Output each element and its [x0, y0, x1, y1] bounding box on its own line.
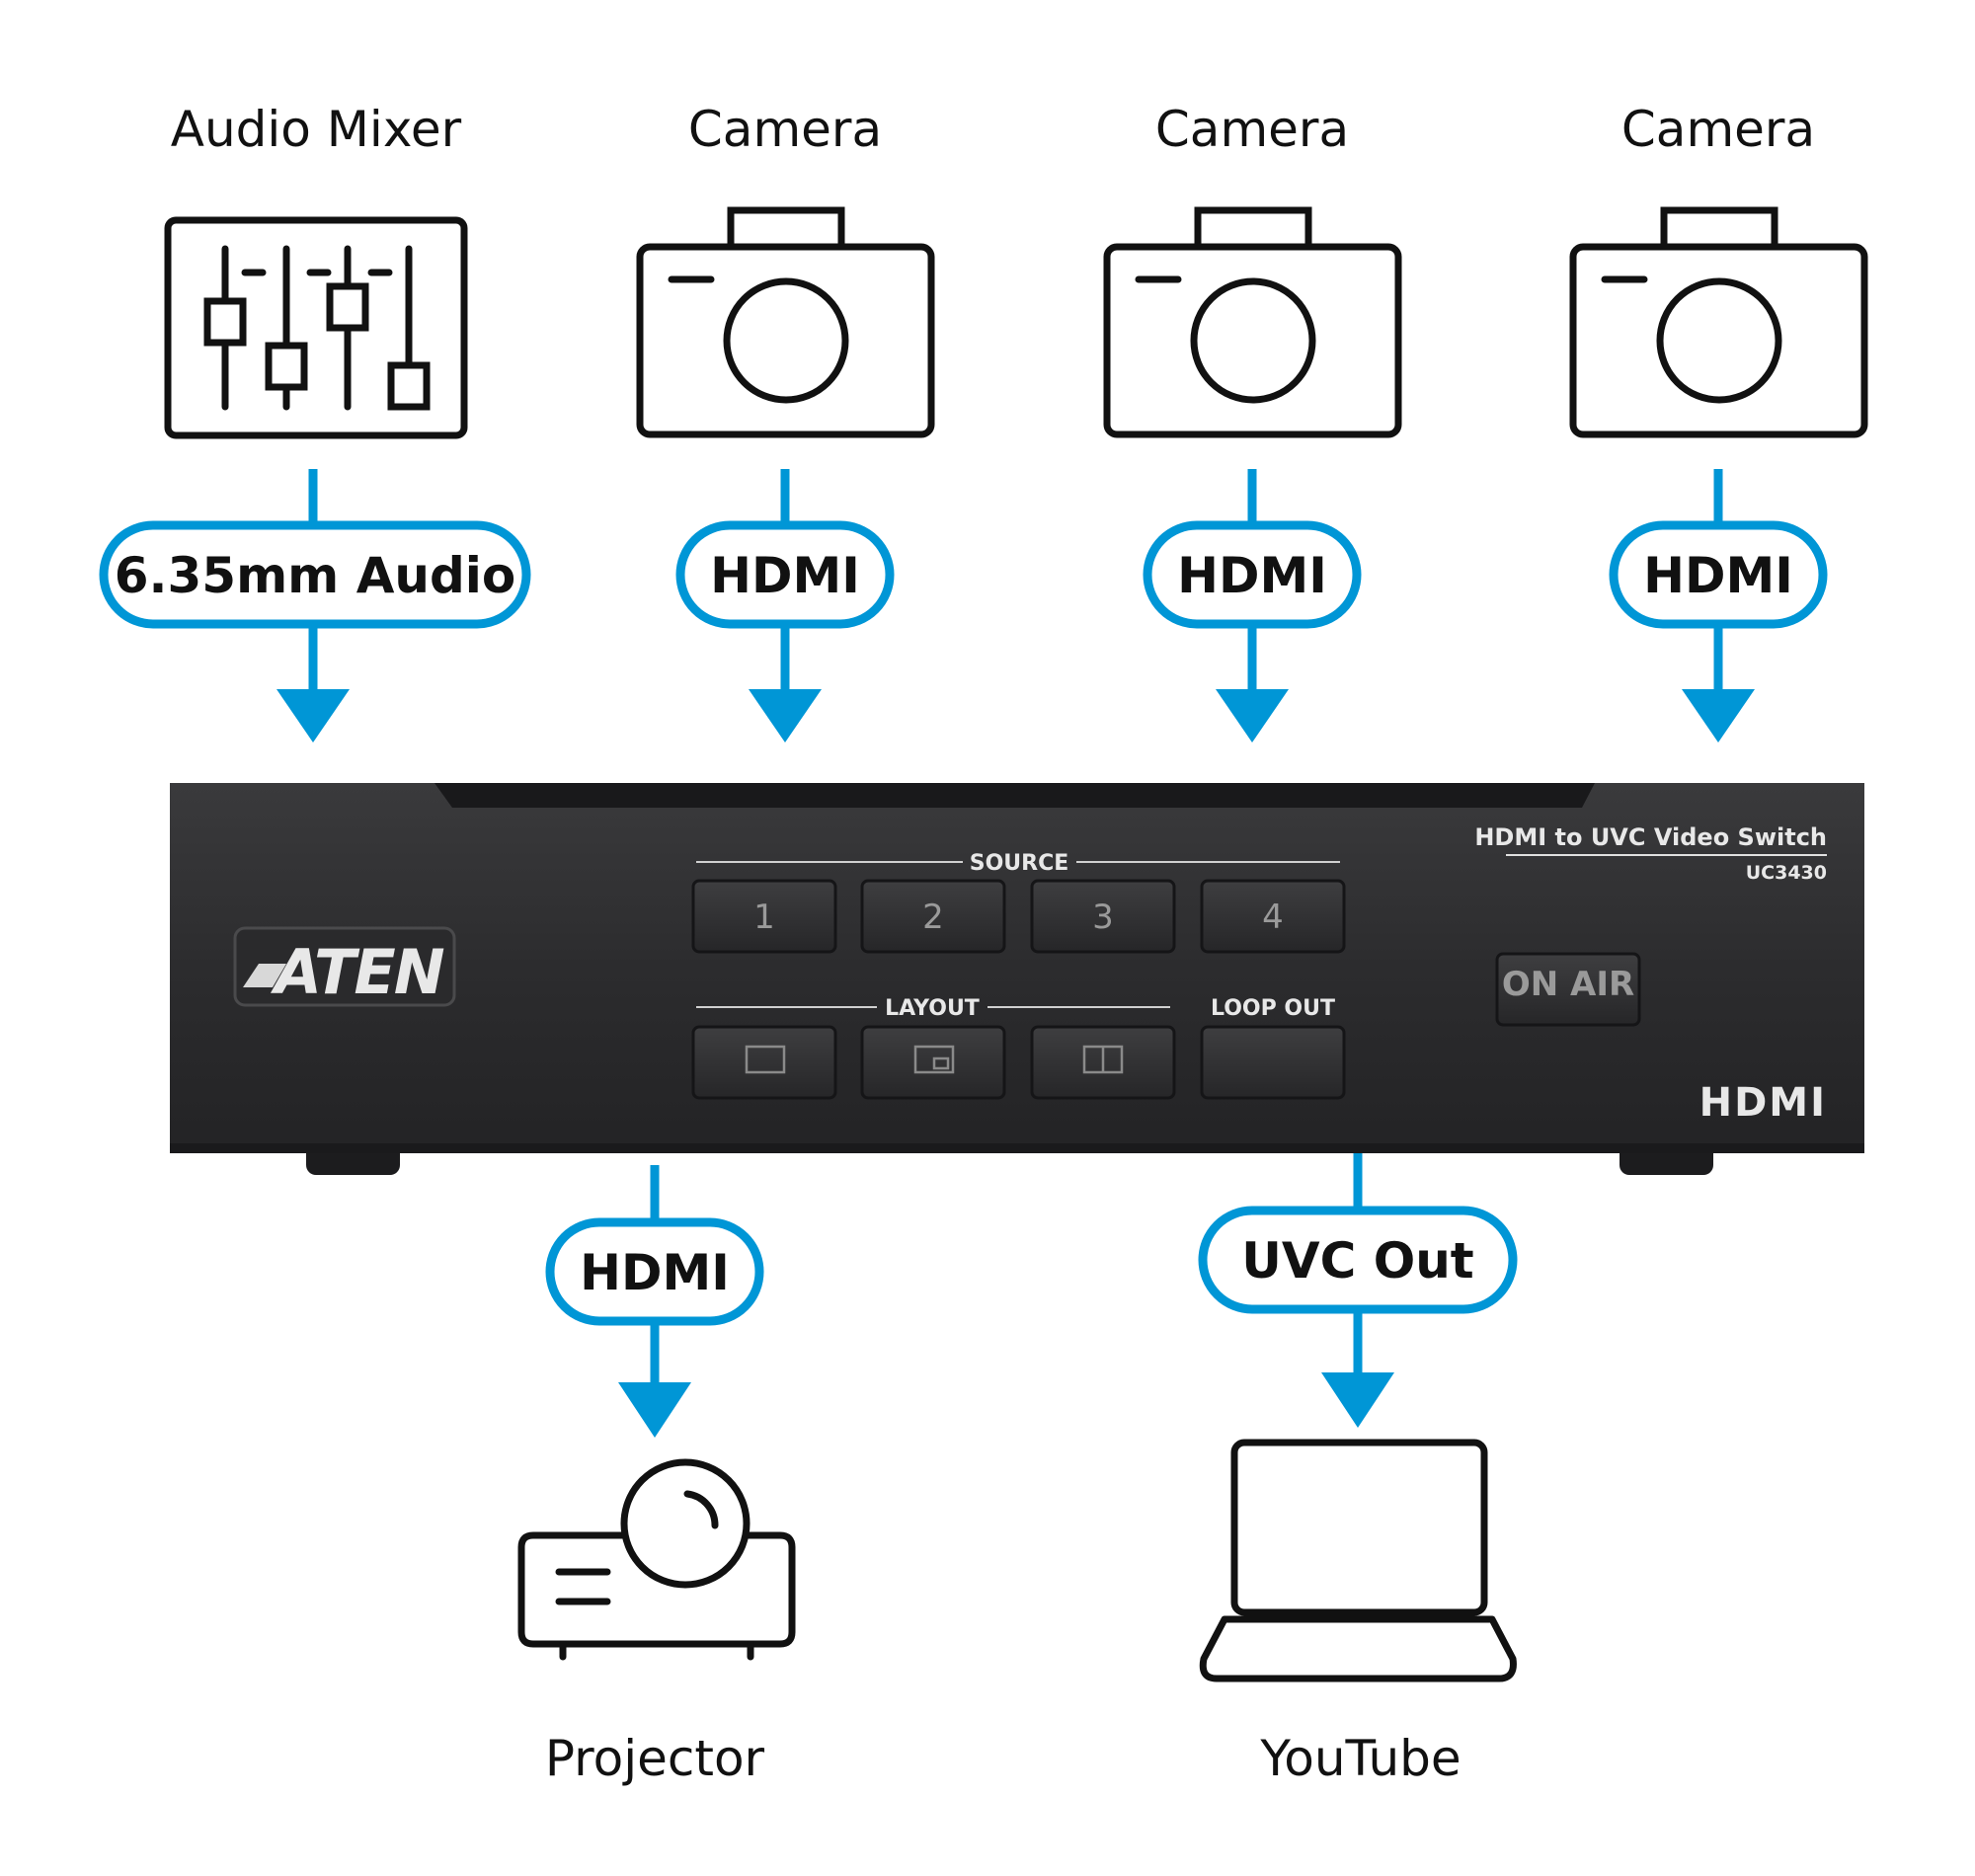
audio-mixer-icon: [168, 220, 464, 435]
layout-button-side-by-side[interactable]: [1032, 1027, 1174, 1098]
loop-out-button[interactable]: [1202, 1027, 1344, 1098]
loop-out-label: LOOP OUT: [1211, 996, 1335, 1021]
input-connector-hdmi-1: HDMI: [680, 469, 890, 743]
device-top-lip: [434, 783, 1595, 808]
connection-label-uvc-out: UVC Out: [1241, 1232, 1473, 1290]
video-switch-device: ATEN HDMI to UVC Video Switch UC3430 SOU…: [170, 783, 1864, 1175]
camera-icon: [1107, 210, 1398, 434]
arrow-down-icon: [749, 689, 822, 743]
svg-text:1: 1: [753, 898, 775, 937]
camera-icon: [640, 210, 931, 434]
product-name: HDMI to UVC Video Switch: [1474, 823, 1827, 851]
svg-text:ON AIR: ON AIR: [1502, 965, 1634, 1004]
hdmi-logo: HDMI: [1699, 1080, 1827, 1126]
svg-text:2: 2: [922, 898, 944, 937]
camera-icon: [1573, 210, 1864, 434]
layout-label: LAYOUT: [885, 996, 980, 1021]
source-button-1[interactable]: 1: [693, 881, 835, 952]
input-label-audio-mixer: Audio Mixer: [171, 101, 462, 158]
connection-label-audio: 6.35mm Audio: [115, 547, 516, 604]
arrow-down-icon: [1682, 689, 1755, 743]
aten-logo: ATEN: [235, 928, 454, 1008]
source-label: SOURCE: [970, 851, 1069, 876]
arrow-down-icon: [618, 1382, 691, 1438]
model-number: UC3430: [1746, 862, 1827, 884]
input-connector-audio: 6.35mm Audio: [104, 469, 526, 743]
layout-button-single[interactable]: [693, 1027, 835, 1098]
output-label-youtube: YouTube: [1259, 1730, 1461, 1787]
laptop-icon: [1203, 1443, 1513, 1679]
connection-label-hdmi-out: HDMI: [580, 1244, 730, 1301]
output-label-projector: Projector: [545, 1730, 765, 1787]
connection-label-hdmi-1: HDMI: [710, 547, 860, 604]
connection-label-hdmi-3: HDMI: [1643, 547, 1793, 604]
projector-icon: [521, 1462, 792, 1657]
svg-text:ATEN: ATEN: [270, 936, 444, 1008]
input-label-camera-3: Camera: [1621, 101, 1815, 158]
input-label-camera-2: Camera: [1155, 101, 1349, 158]
arrow-down-icon: [1216, 689, 1289, 743]
svg-text:3: 3: [1092, 898, 1114, 937]
source-button-2[interactable]: 2: [862, 881, 1004, 952]
arrow-down-icon: [276, 689, 350, 743]
input-label-camera-1: Camera: [688, 101, 882, 158]
connection-label-hdmi-2: HDMI: [1177, 547, 1327, 604]
input-connector-hdmi-3: HDMI: [1614, 469, 1823, 743]
on-air-button[interactable]: ON AIR: [1497, 954, 1639, 1025]
source-button-4[interactable]: 4: [1202, 881, 1344, 952]
output-connector-hdmi: HDMI: [550, 1165, 759, 1438]
output-connector-uvc: UVC Out: [1203, 1153, 1513, 1428]
arrow-down-icon: [1321, 1372, 1394, 1428]
layout-button-pip[interactable]: [862, 1027, 1004, 1098]
source-button-3[interactable]: 3: [1032, 881, 1174, 952]
input-connector-hdmi-2: HDMI: [1147, 469, 1357, 743]
svg-text:4: 4: [1262, 898, 1284, 937]
